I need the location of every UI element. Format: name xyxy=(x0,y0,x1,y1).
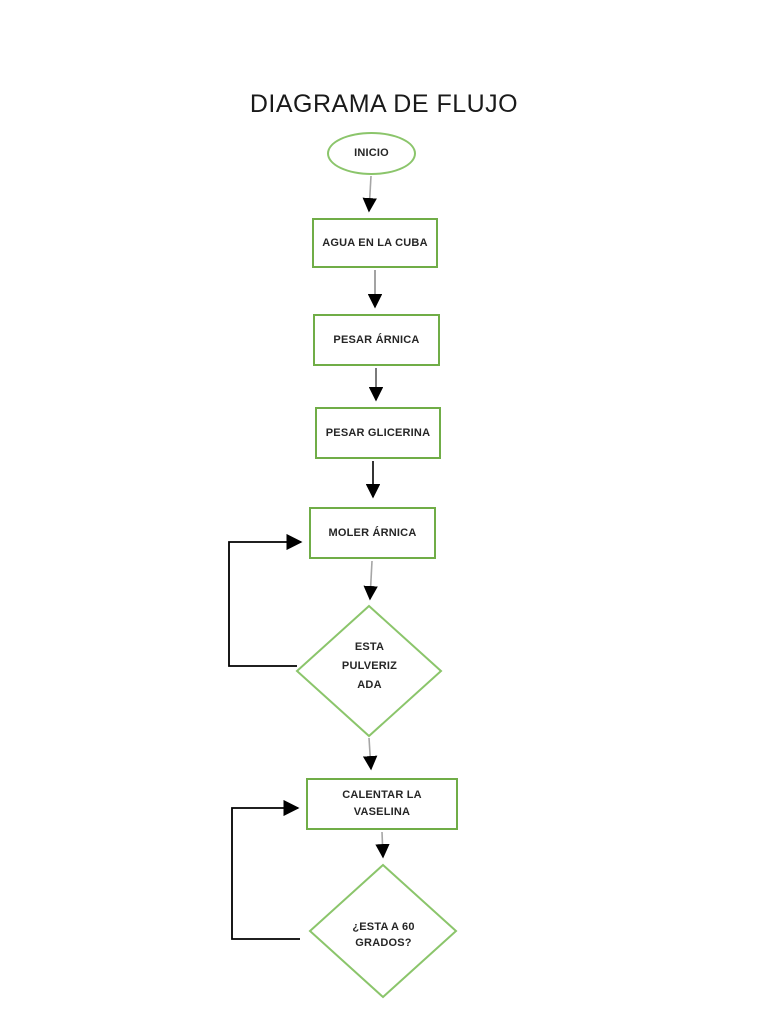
decision1-line3: ADA xyxy=(357,679,382,691)
step5-line2: VASELINA xyxy=(353,806,411,818)
decision1-shape xyxy=(295,604,443,738)
loop-decision2-to-step5 xyxy=(231,799,300,940)
process-moler-arnica: MOLER ÁRNICA xyxy=(309,507,436,559)
step5-line1: CALENTAR LA xyxy=(342,789,422,801)
process-agua-en-la-cuba: AGUA EN LA CUBA xyxy=(312,218,438,268)
process-calentar-la-vaselina: CALENTAR LA VASELINA xyxy=(306,778,458,830)
decision2-label: ¿ESTA A 60 GRADOS? xyxy=(310,919,457,951)
process-pesar-glicerina: PESAR GLICERINA xyxy=(315,407,441,459)
step2-label: PESAR ÁRNICA xyxy=(333,333,420,346)
step3-label: PESAR GLICERINA xyxy=(325,426,431,439)
diagram-title: DIAGRAMA DE FLUJO xyxy=(249,90,519,118)
start-label: INICIO xyxy=(354,147,389,159)
step5-label: CALENTAR LA VASELINA xyxy=(342,787,422,821)
decision1-label: ESTA PULVERIZ ADA xyxy=(297,638,442,695)
decision1-line1: ESTA xyxy=(354,641,385,653)
start-terminator: INICIO xyxy=(327,132,416,175)
connector-step5-to-decision2 xyxy=(375,831,390,859)
step1-label: AGUA EN LA CUBA xyxy=(322,236,428,249)
connector-start-to-step1 xyxy=(362,175,377,213)
step4-label: MOLER ÁRNICA xyxy=(328,526,417,539)
connector-step4-to-decision1 xyxy=(363,560,378,601)
decision2-shape xyxy=(308,863,458,999)
process-pesar-arnica: PESAR ÁRNICA xyxy=(313,314,440,366)
connector-decision1-to-step5 xyxy=(362,737,378,771)
decision1-line2: PULVERIZ xyxy=(341,660,398,672)
loop-decision1-to-step4 xyxy=(228,533,303,667)
decision2-line1: ¿ESTA A 60 xyxy=(352,921,415,933)
decision2-line2: GRADOS? xyxy=(355,937,412,949)
